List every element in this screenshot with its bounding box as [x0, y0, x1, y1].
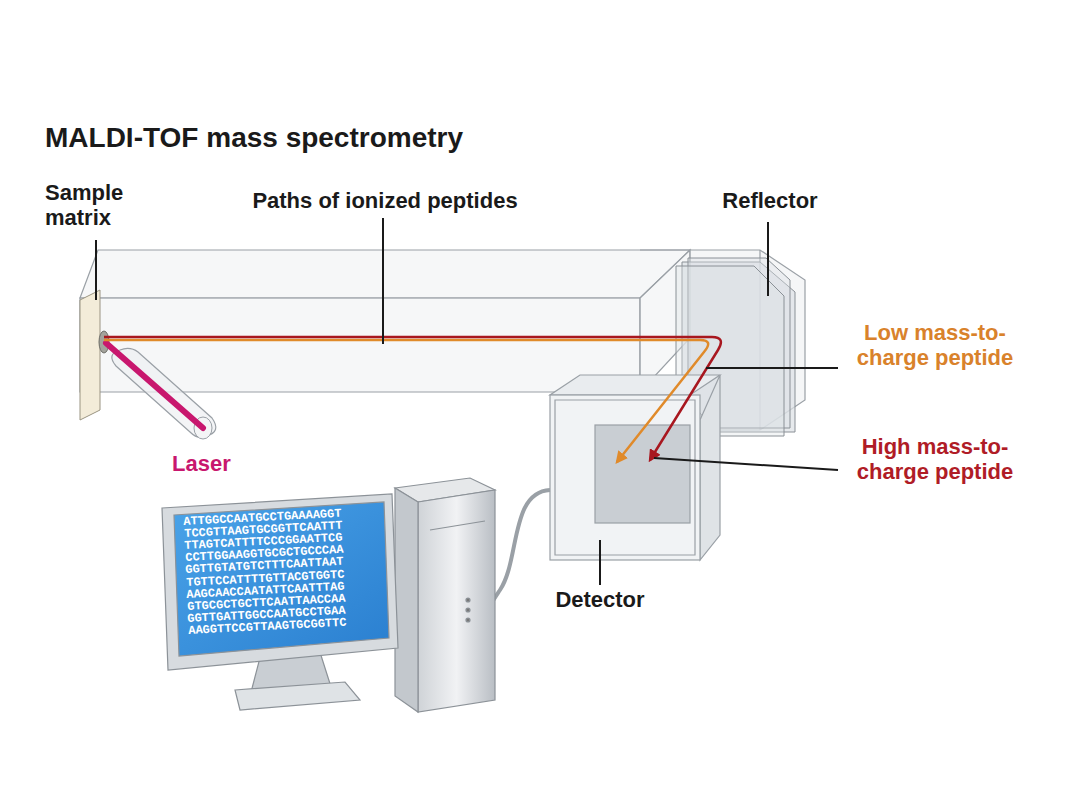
path-label: High mass-to-charge peptide [845, 434, 1025, 485]
part-label: Reflector [700, 188, 840, 213]
part-label: Laser [172, 451, 262, 476]
part-label: Detector [540, 587, 660, 612]
part-label: Sample matrix [45, 180, 145, 231]
path-label: Low mass-to-charge peptide [845, 320, 1025, 371]
part-label: Paths of ionized peptides [220, 188, 550, 213]
diagram-title: MALDI-TOF mass spectrometry [45, 122, 463, 154]
